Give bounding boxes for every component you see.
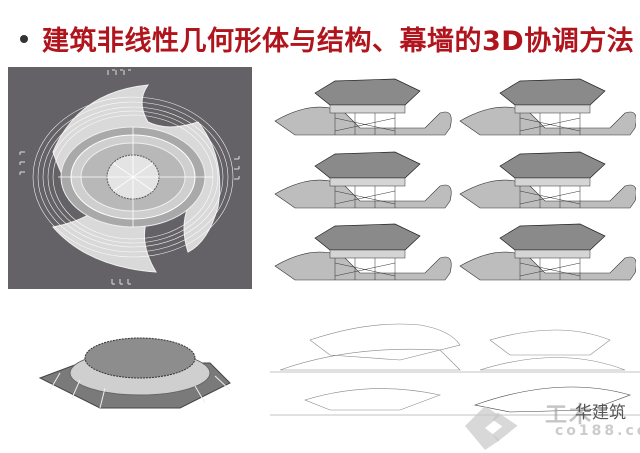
watermark-text: 工木 xyxy=(545,403,594,428)
slide-title: 建筑非线性几何形体与结构、幕墙的3D协调方法 xyxy=(42,25,635,57)
watermark-url: co188.com xyxy=(555,423,640,439)
watermark-overlay-text: 华建筑 xyxy=(575,403,626,423)
watermark-logo xyxy=(450,398,640,453)
structural-renders-grid xyxy=(270,68,636,290)
roof-plan-image xyxy=(8,67,252,289)
slide-title-row: 建筑非线性几何形体与结构、幕墙的3D协调方法 xyxy=(20,18,634,58)
elevation-drawings-image xyxy=(270,300,640,430)
isometric-model-image xyxy=(20,318,260,428)
bullet-icon xyxy=(20,35,28,43)
